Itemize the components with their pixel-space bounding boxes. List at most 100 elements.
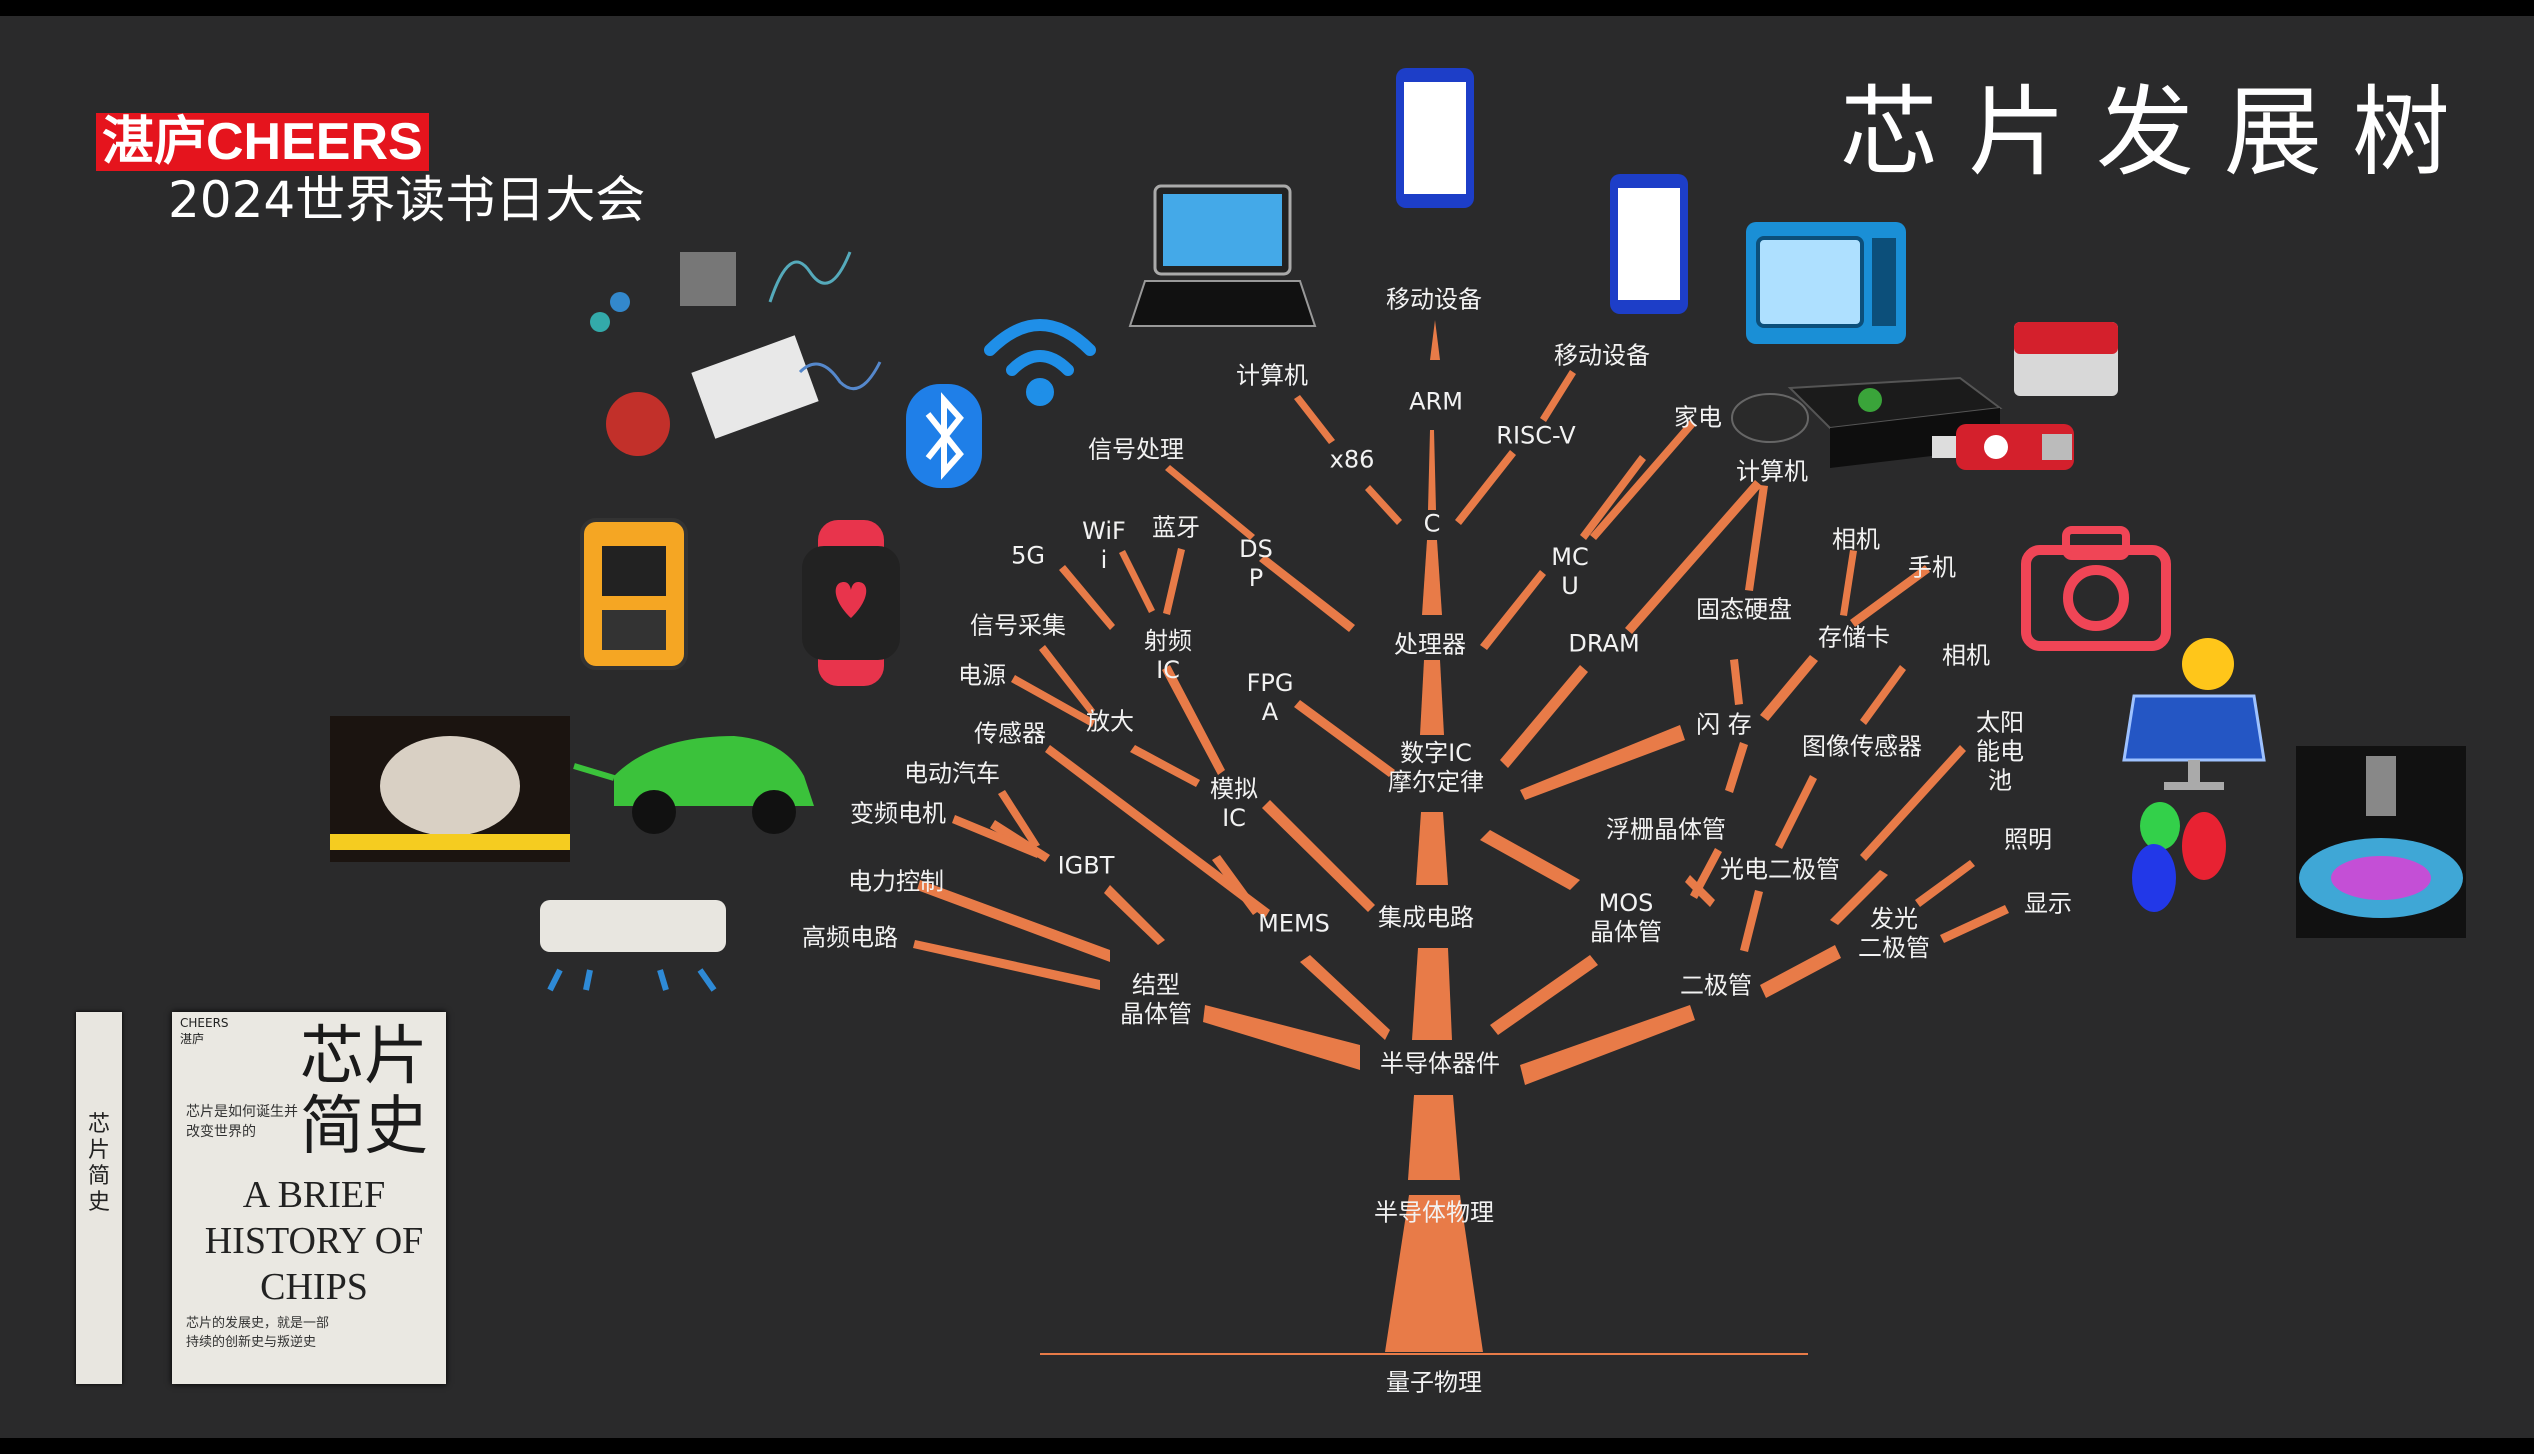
- br-processor-mcu: [1480, 570, 1546, 650]
- br-bjt-hf: [913, 940, 1100, 990]
- game-console-icon: [1731, 376, 2003, 468]
- br-processor-dsp: [1259, 555, 1355, 632]
- sd-card-icon: [2014, 322, 2118, 396]
- br-ev: [998, 790, 1040, 848]
- br-vfd: [952, 815, 1040, 858]
- label-mems: MEMS: [1258, 909, 1330, 938]
- br-digital-flash: [1520, 725, 1685, 800]
- wafer-icon: [2296, 746, 2466, 938]
- br-digital-fpga: [1294, 700, 1395, 777]
- phone-icon-top: [1396, 68, 1474, 208]
- br-card-phone: [1850, 565, 1930, 627]
- trunk-digital: [1420, 660, 1444, 735]
- virus-sensor-diagram: [590, 251, 882, 456]
- trunk-devices: [1412, 948, 1452, 1040]
- br-igbt-power: [1104, 885, 1165, 945]
- br-dsp-signal: [1165, 465, 1255, 540]
- label-arm: ARM: [1409, 387, 1463, 416]
- br-rf-5g: [1059, 565, 1115, 630]
- br-bjt: [1203, 1005, 1360, 1070]
- br-arm-mobile: [1430, 320, 1440, 360]
- br-c-x86: [1365, 485, 1402, 525]
- label-power-control: 电力控制: [848, 867, 944, 896]
- br-rf-bt: [1163, 548, 1185, 615]
- br-dram-comp: [1625, 480, 1762, 634]
- br-led-light: [1915, 860, 1975, 907]
- br-mcu-riscv: [1580, 455, 1646, 540]
- br-photo-image: [1775, 775, 1817, 849]
- label-vfd-motor: 变频电机: [850, 799, 946, 828]
- br-c-riscv: [1455, 450, 1516, 525]
- smartwatch-icon: [802, 520, 900, 686]
- br-mcu-home: [1590, 420, 1696, 540]
- event-title: 2024世界读书日大会: [168, 171, 646, 229]
- bluetooth-icon: [906, 384, 982, 488]
- label-image-sensor: 图像传感器: [1802, 732, 1922, 761]
- label-mcu: MC U: [1551, 543, 1589, 600]
- br-analog-amp: [1130, 745, 1200, 787]
- trunk-mid: [1408, 1095, 1460, 1180]
- book-subtitle-cn: 芯片是如何诞生并改变世界的: [186, 1104, 298, 1140]
- book-spine: 芯片简史: [76, 1012, 122, 1384]
- br-flash-ssd: [1730, 659, 1743, 705]
- label-signal-acquisition: 信号采集: [970, 611, 1066, 640]
- book-tagline: 芯片的发展史，就是一部持续的创新史与叛逆史: [186, 1316, 330, 1350]
- trunk-processor: [1422, 540, 1442, 615]
- label-trunk: 半导体物理: [1374, 1198, 1494, 1227]
- label-lighting: 照明: [2004, 825, 2052, 854]
- label-wifi: WiF i: [1082, 517, 1126, 574]
- label-diode: 二极管: [1680, 971, 1752, 1000]
- led-icon: [2132, 802, 2226, 912]
- label-phone: 手机: [1908, 553, 1956, 582]
- label-ic: 集成电路: [1378, 903, 1474, 932]
- label-ev: 电动汽车: [904, 759, 1000, 788]
- label-fpga: FPG A: [1246, 669, 1294, 726]
- book-publisher-mark: CHEERS 湛庐: [180, 1016, 229, 1046]
- electric-car-icon: [573, 736, 814, 834]
- label-dsp: DS P: [1239, 535, 1273, 592]
- car-crash-photo: [330, 716, 570, 862]
- br-mems: [1300, 955, 1390, 1040]
- label-appliance: 家电: [1674, 403, 1722, 432]
- label-x86: x86: [1329, 445, 1375, 474]
- br-image-cam: [1860, 665, 1906, 725]
- br-photo-solar: [1860, 745, 1966, 861]
- label-floating-gate: 浮栅晶体管: [1606, 815, 1726, 844]
- br-led-display: [1940, 905, 2009, 943]
- top-letterbox: [0, 0, 2534, 16]
- label-processor: 处理器: [1394, 630, 1466, 659]
- br-card-cam: [1840, 550, 1857, 616]
- br-devices-diode: [1520, 1005, 1695, 1085]
- label-c: C: [1423, 509, 1441, 538]
- br-mems-sensor: [1045, 745, 1270, 918]
- camera-icon: [2021, 526, 2171, 651]
- label-photodiode: 光电二极管: [1720, 855, 1840, 884]
- label-ssd: 固态硬盘: [1696, 595, 1792, 624]
- brand-logo: 湛庐CHEERS: [96, 113, 429, 171]
- label-storage-card: 存储卡: [1818, 623, 1890, 652]
- br-bjt-power: [917, 880, 1110, 962]
- air-conditioner-icon: [540, 900, 726, 992]
- label-hf-circuit: 高频电路: [802, 923, 898, 952]
- defibrillator-icon: [580, 518, 688, 670]
- br-riscv-mobile: [1540, 370, 1576, 422]
- label-analog-ic: 模拟 IC: [1210, 775, 1258, 832]
- label-digital-ic: 数字IC 摩尔定律: [1388, 739, 1484, 796]
- br-amp-signal: [1039, 645, 1095, 715]
- phone-icon-right: [1610, 174, 1688, 314]
- label-computer-2: 计算机: [1736, 457, 1808, 486]
- usb-drive-icon: [1932, 424, 2074, 470]
- label-bluetooth: 蓝牙: [1152, 513, 1200, 542]
- label-computer-1: 计算机: [1236, 361, 1308, 390]
- book-title-cn: 芯片简史: [300, 1020, 428, 1164]
- br-digital-dram: [1500, 665, 1588, 768]
- wifi-icon: [984, 319, 1096, 406]
- tree-branches: [913, 320, 2009, 1352]
- label-rf-ic: 射频 IC: [1144, 627, 1192, 684]
- trunk-ic: [1416, 812, 1448, 885]
- br-devices-mos: [1490, 955, 1598, 1035]
- label-devices: 半导体器件: [1380, 1049, 1500, 1078]
- label-5g: 5G: [1011, 541, 1045, 570]
